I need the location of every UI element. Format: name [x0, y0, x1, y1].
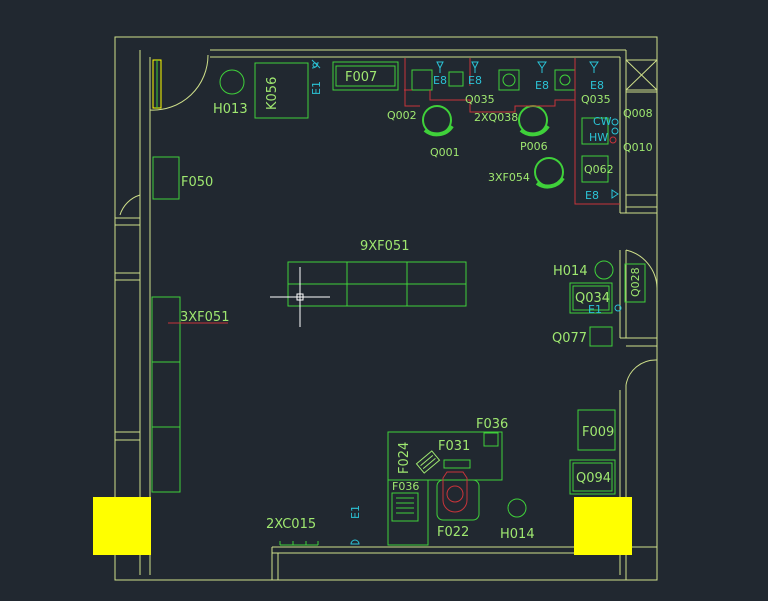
label-3xf051: 3XF051 [180, 310, 229, 325]
label-q008: Q008 [623, 107, 653, 120]
column-left [93, 497, 151, 555]
label-9xf051: 9XF051 [360, 239, 409, 254]
label-e1-right: E1 [588, 303, 602, 316]
furniture [151, 61, 646, 546]
label-f031: F031 [438, 439, 470, 454]
h014-symbol-top [594, 260, 614, 280]
label-f024: F024 [397, 442, 412, 474]
h014-symbol-bottom [507, 498, 527, 518]
label-f007: F007 [345, 70, 377, 85]
q028-unit[interactable] [624, 263, 646, 303]
label-h013: H013 [213, 102, 248, 117]
label-h014-top: H014 [553, 264, 588, 279]
q034-unit[interactable] [569, 282, 613, 314]
label-q028: Q028 [629, 267, 642, 297]
f036-shelf[interactable] [391, 492, 419, 522]
walls [115, 49, 658, 580]
round-stations [422, 105, 565, 189]
column-right [574, 497, 632, 555]
f007-unit[interactable] [332, 61, 399, 91]
label-cw: CW [593, 115, 612, 128]
label-q094: Q094 [576, 471, 611, 486]
label-e8-c: E8 [535, 79, 549, 92]
label-3xf054: 3XF054 [488, 171, 530, 184]
label-e8-e: E8 [585, 189, 599, 202]
label-q034: Q034 [575, 291, 610, 306]
label-q002: Q002 [387, 109, 417, 122]
label-e8-d: E8 [590, 79, 604, 92]
outlet-symbols [311, 59, 622, 545]
label-f036-bottom: F036 [392, 480, 419, 493]
label-q035-b: Q035 [581, 93, 611, 106]
crosshair-cursor [270, 267, 330, 327]
label-f009: F009 [582, 425, 614, 440]
label-e1-top: E1 [310, 81, 323, 95]
label-f036-top: F036 [476, 417, 508, 432]
service-lines [168, 58, 620, 513]
drawing-border [114, 36, 658, 581]
q077-unit[interactable] [589, 326, 613, 347]
f050-unit[interactable] [152, 156, 180, 200]
label-hw: HW [589, 131, 608, 144]
label-p006: P006 [520, 140, 548, 153]
label-f050: F050 [181, 175, 213, 190]
label-q035-a: Q035 [465, 93, 495, 106]
bench-3xf051[interactable] [151, 296, 181, 493]
label-f022: F022 [437, 525, 469, 540]
f022-chair[interactable] [436, 479, 480, 521]
label-2xq038: 2XQ038 [474, 111, 518, 124]
label-k056: K056 [265, 77, 280, 110]
label-q077: Q077 [552, 331, 587, 346]
f036-top-unit[interactable] [483, 432, 499, 447]
f009-unit[interactable] [577, 409, 616, 451]
label-e1-bottom: E1 [349, 505, 362, 519]
q094-unit[interactable] [569, 459, 616, 495]
h013-symbol [219, 69, 245, 95]
printer-icon [415, 450, 441, 474]
k056-unit[interactable] [254, 62, 309, 119]
doors [119, 54, 658, 386]
label-e8-a: E8 [433, 74, 447, 87]
label-q001: Q001 [430, 146, 460, 159]
q002-box[interactable] [411, 69, 433, 91]
q062-unit[interactable] [581, 155, 609, 183]
label-q062: Q062 [584, 163, 614, 176]
label-q010: Q010 [623, 141, 653, 154]
label-2xc015: 2XC015 [266, 517, 316, 532]
label-h014-bottom: H014 [500, 527, 535, 542]
label-e8-b: E8 [468, 74, 482, 87]
